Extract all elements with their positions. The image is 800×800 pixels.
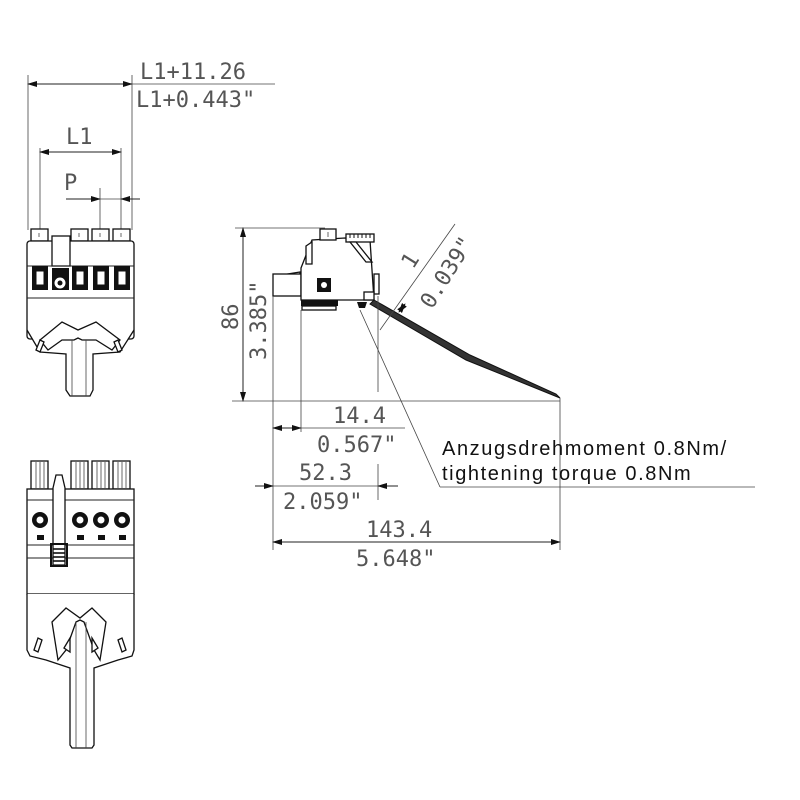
side-view: 86 3.385" 1 0.039" [219, 223, 755, 572]
offset-small-mm: 14.4 [333, 404, 386, 429]
torque-note-de: Anzugsdrehmoment 0.8Nm/ [442, 438, 728, 460]
offset-mid-inch: 2.059" [283, 490, 362, 515]
overall-length-mm: 143.4 [366, 518, 432, 543]
offset-small-inch: 0.567" [317, 433, 396, 458]
offset-mid-mm: 52.3 [299, 461, 352, 486]
height-inch: 3.385" [247, 281, 272, 360]
thickness-inch: 0.039" [416, 233, 479, 314]
front-view-bottom [26, 460, 135, 749]
top-dimensions: L1+11.26 L1+0.443" L1 P [27, 60, 275, 230]
overall-length-inch: 5.648" [356, 547, 435, 572]
front-view-top [26, 228, 135, 397]
thickness-mm: 1 [397, 249, 425, 273]
height-mm: 86 [219, 304, 244, 331]
overall-width-inch: L1+0.443" [136, 88, 255, 113]
pitch-label: P [64, 171, 77, 196]
overall-width-mm: L1+11.26 [140, 60, 246, 85]
torque-note-en: tightening torque 0.8Nm [442, 463, 692, 485]
l1-label: L1 [66, 125, 93, 150]
